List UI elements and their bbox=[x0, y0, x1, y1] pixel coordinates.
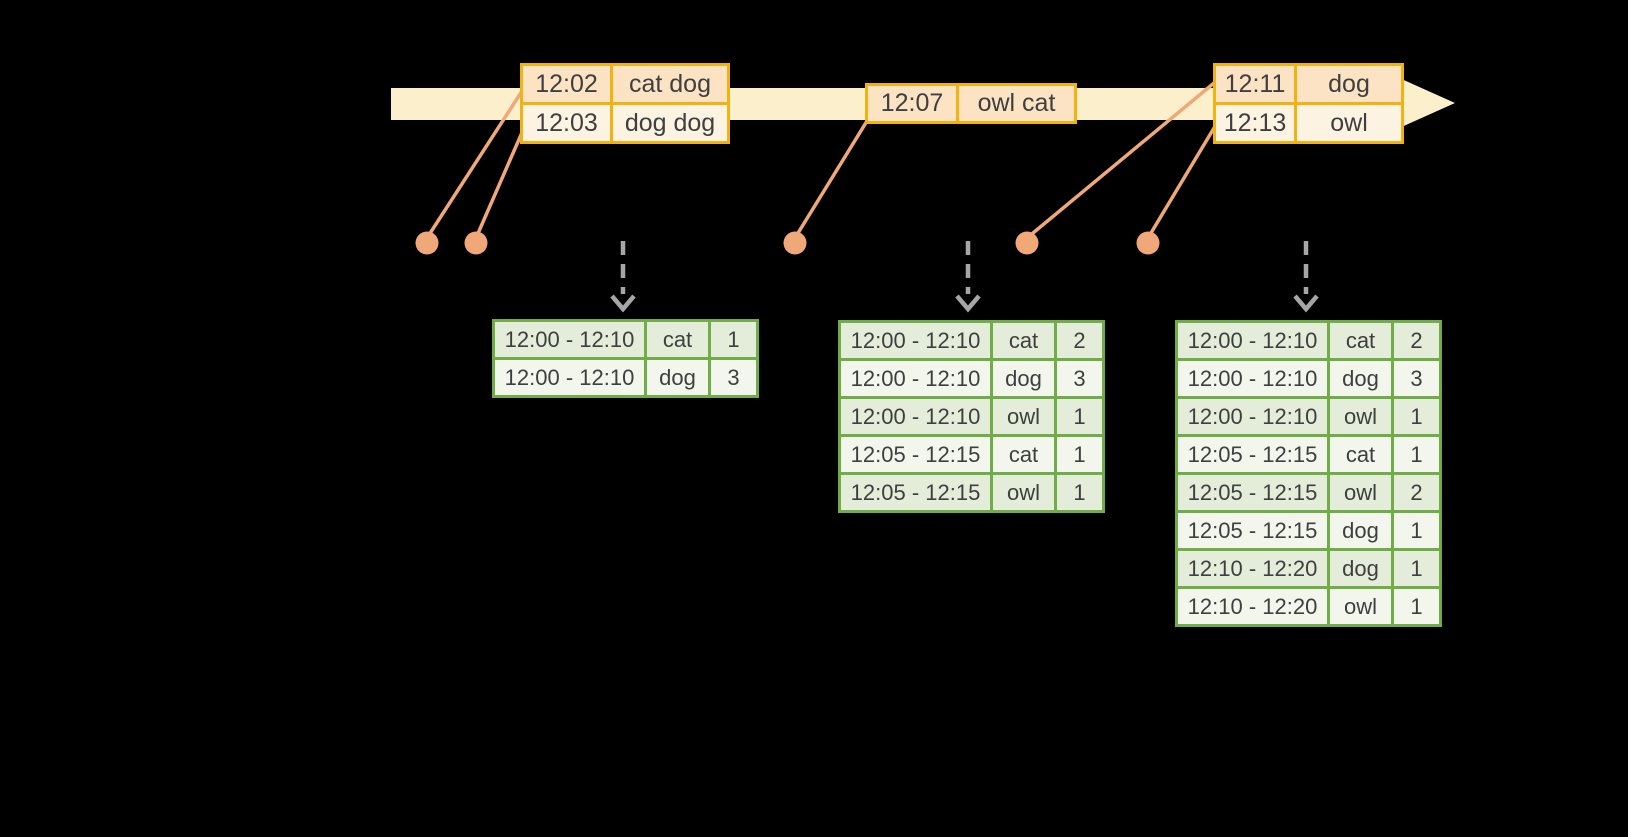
result-row: 12:00 - 12:10 cat 2 bbox=[1175, 320, 1442, 361]
word-cell: owl bbox=[1327, 586, 1394, 627]
count-cell: 1 bbox=[1391, 586, 1442, 627]
event-row: 12:03 dog dog bbox=[520, 102, 730, 144]
count-cell: 3 bbox=[708, 357, 759, 398]
word-cell: cat bbox=[1327, 320, 1394, 361]
window-cell: 12:05 - 12:15 bbox=[838, 472, 993, 513]
event-table-1: 12:02 cat dog 12:03 dog dog bbox=[520, 63, 730, 144]
window-cell: 12:00 - 12:10 bbox=[1175, 358, 1330, 399]
event-marker-dot bbox=[464, 231, 488, 255]
result-row: 12:05 - 12:15 owl 2 bbox=[1175, 472, 1442, 513]
result-row: 12:10 - 12:20 owl 1 bbox=[1175, 586, 1442, 627]
word-cell: cat bbox=[990, 434, 1057, 475]
count-cell: 1 bbox=[1391, 510, 1442, 551]
event-marker-dot bbox=[1015, 231, 1039, 255]
count-cell: 3 bbox=[1054, 358, 1105, 399]
count-cell: 2 bbox=[1391, 320, 1442, 361]
event-time-cell: 12:03 bbox=[520, 102, 613, 144]
event-words-cell: owl cat bbox=[956, 83, 1077, 124]
event-time-cell: 12:11 bbox=[1213, 63, 1297, 105]
word-cell: cat bbox=[990, 320, 1057, 361]
count-cell: 1 bbox=[1391, 396, 1442, 437]
window-cell: 12:00 - 12:10 bbox=[492, 319, 647, 360]
result-row: 12:05 - 12:15 cat 1 bbox=[1175, 434, 1442, 475]
result-row: 12:00 - 12:10 cat 1 bbox=[492, 319, 759, 360]
count-cell: 2 bbox=[1391, 472, 1442, 513]
event-marker-dot bbox=[783, 231, 807, 255]
count-cell: 1 bbox=[1391, 548, 1442, 589]
event-table-3: 12:11 dog 12:13 owl bbox=[1213, 63, 1404, 144]
result-table-2: 12:00 - 12:10 cat 2 12:00 - 12:10 dog 3 … bbox=[838, 320, 1105, 513]
result-row: 12:05 - 12:15 owl 1 bbox=[838, 472, 1105, 513]
word-cell: dog bbox=[1327, 548, 1394, 589]
word-cell: dog bbox=[1327, 358, 1394, 399]
result-row: 12:00 - 12:10 owl 1 bbox=[1175, 396, 1442, 437]
word-cell: cat bbox=[644, 319, 711, 360]
window-cell: 12:00 - 12:10 bbox=[1175, 396, 1330, 437]
event-words-cell: dog dog bbox=[610, 102, 730, 144]
result-table-1: 12:00 - 12:10 cat 1 12:00 - 12:10 dog 3 bbox=[492, 319, 759, 398]
word-cell: dog bbox=[644, 357, 711, 398]
word-cell: dog bbox=[990, 358, 1057, 399]
window-cell: 12:05 - 12:15 bbox=[1175, 472, 1330, 513]
word-cell: owl bbox=[1327, 472, 1394, 513]
event-connector-line bbox=[1146, 126, 1216, 240]
event-words-cell: dog bbox=[1294, 63, 1404, 105]
trigger-arrow-icon bbox=[610, 294, 636, 313]
window-cell: 12:05 - 12:15 bbox=[838, 434, 993, 475]
window-cell: 12:00 - 12:10 bbox=[1175, 320, 1330, 361]
window-cell: 12:00 - 12:10 bbox=[838, 320, 993, 361]
event-time-cell: 12:13 bbox=[1213, 102, 1297, 144]
event-row: 12:11 dog bbox=[1213, 63, 1404, 105]
result-row: 12:00 - 12:10 dog 3 bbox=[492, 357, 759, 398]
event-words-cell: owl bbox=[1294, 102, 1404, 144]
count-cell: 1 bbox=[1391, 434, 1442, 475]
trigger-arrow-icon bbox=[955, 294, 981, 313]
result-row: 12:10 - 12:20 dog 1 bbox=[1175, 548, 1442, 589]
result-row: 12:00 - 12:10 dog 3 bbox=[1175, 358, 1442, 399]
window-cell: 12:05 - 12:15 bbox=[1175, 510, 1330, 551]
count-cell: 2 bbox=[1054, 320, 1105, 361]
count-cell: 3 bbox=[1391, 358, 1442, 399]
window-cell: 12:05 - 12:15 bbox=[1175, 434, 1330, 475]
event-time-cell: 12:07 bbox=[865, 83, 959, 124]
timeline-arrow-icon bbox=[1397, 77, 1455, 129]
count-cell: 1 bbox=[1054, 472, 1105, 513]
event-connector-line bbox=[793, 119, 869, 240]
window-cell: 12:10 - 12:20 bbox=[1175, 586, 1330, 627]
event-words-cell: cat dog bbox=[610, 63, 730, 105]
count-cell: 1 bbox=[1054, 396, 1105, 437]
event-marker-dots bbox=[415, 231, 1160, 255]
word-cell: owl bbox=[1327, 396, 1394, 437]
result-row: 12:05 - 12:15 dog 1 bbox=[1175, 510, 1442, 551]
word-cell: owl bbox=[990, 472, 1057, 513]
event-row: 12:13 owl bbox=[1213, 102, 1404, 144]
window-cell: 12:00 - 12:10 bbox=[492, 357, 647, 398]
word-cell: owl bbox=[990, 396, 1057, 437]
event-row: 12:02 cat dog bbox=[520, 63, 730, 105]
result-table-3: 12:00 - 12:10 cat 2 12:00 - 12:10 dog 3 … bbox=[1175, 320, 1442, 627]
word-cell: cat bbox=[1327, 434, 1394, 475]
result-row: 12:00 - 12:10 cat 2 bbox=[838, 320, 1105, 361]
event-connector-line bbox=[474, 126, 526, 240]
window-cell: 12:00 - 12:10 bbox=[838, 358, 993, 399]
event-connector-line bbox=[425, 86, 526, 240]
trigger-arrow-icon bbox=[1293, 294, 1319, 313]
count-cell: 1 bbox=[708, 319, 759, 360]
result-row: 12:05 - 12:15 cat 1 bbox=[838, 434, 1105, 475]
event-marker-dot bbox=[415, 231, 439, 255]
event-table-2: 12:07 owl cat bbox=[865, 83, 1077, 124]
window-cell: 12:10 - 12:20 bbox=[1175, 548, 1330, 589]
count-cell: 1 bbox=[1054, 434, 1105, 475]
result-row: 12:00 - 12:10 dog 3 bbox=[838, 358, 1105, 399]
trigger-arrows bbox=[610, 241, 1319, 313]
event-time-cell: 12:02 bbox=[520, 63, 613, 105]
window-cell: 12:00 - 12:10 bbox=[838, 396, 993, 437]
result-row: 12:00 - 12:10 owl 1 bbox=[838, 396, 1105, 437]
word-cell: dog bbox=[1327, 510, 1394, 551]
event-row: 12:07 owl cat bbox=[865, 83, 1077, 124]
event-marker-dot bbox=[1136, 231, 1160, 255]
